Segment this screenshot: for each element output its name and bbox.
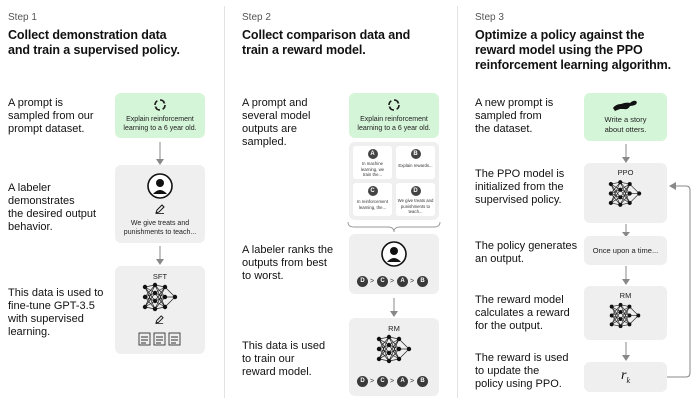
step-3-reward-box: rk [584, 362, 667, 392]
neural-network-icon [608, 180, 642, 207]
step-1-heading: Collect demonstration data and train a s… [8, 28, 180, 57]
neural-network-icon [142, 282, 178, 312]
arrow-down-icon [622, 144, 630, 163]
step-1-label: Step 1 [8, 12, 37, 23]
arrow-down-icon [622, 224, 630, 237]
user-icon [381, 241, 407, 267]
neural-network-icon [609, 302, 641, 329]
step-2-label: Step 2 [242, 12, 271, 23]
step-2-rm-box: RM D > C > A > B [349, 318, 439, 396]
rm-label: RM [619, 291, 632, 300]
arrow-down-icon [390, 298, 398, 317]
arrow-down-icon [156, 246, 164, 265]
step-1-sft-box: SFT [115, 266, 205, 354]
step-3-label: Step 3 [475, 12, 504, 23]
step-2-ranking-box: D > C > A > B [349, 234, 439, 294]
recycle-arrows-icon [154, 99, 166, 111]
output-card-b: B Explain rewards... [396, 146, 435, 179]
step-2-column: Step 2 Collect comparison data and train… [225, 0, 457, 401]
arrow-down-icon [622, 342, 630, 361]
column-divider-1 [224, 6, 225, 398]
step-3-column: Step 3 Optimize a policy against the rew… [458, 0, 698, 401]
recycle-arrows-icon [388, 99, 400, 111]
neural-network-icon [376, 334, 412, 364]
step-1-column: Step 1 Collect demonstration data and tr… [0, 0, 224, 401]
reward-value: rk [620, 368, 630, 385]
policy-output-text: Once upon a time... [592, 246, 659, 255]
step-3-rm-box: RM [584, 286, 667, 340]
outputs-bracket [347, 221, 441, 233]
feedback-loop-arrow [667, 182, 691, 378]
user-icon [147, 173, 173, 199]
rm-label: RM [388, 324, 400, 333]
pencil-icon [155, 204, 165, 214]
column-divider-2 [457, 6, 458, 398]
ranking-row: D > C > A > B [357, 276, 437, 287]
ranking-row: D > C > A > B [357, 376, 437, 387]
pencil-icon [155, 315, 164, 324]
arrow-down-icon [622, 266, 630, 285]
ppo-label: PPO [617, 168, 634, 177]
step-2-heading: Collect comparison data and train a rewa… [242, 28, 411, 57]
document-icon [138, 332, 181, 346]
arrow-down-icon [156, 142, 164, 165]
step-3-output-box: Once upon a time... [584, 236, 667, 265]
step-3-heading: Optimize a policy against the reward mod… [475, 28, 672, 72]
sft-label: SFT [152, 272, 168, 281]
step-3-ppo-box: PPO [584, 163, 667, 223]
otter-icon [613, 100, 637, 111]
